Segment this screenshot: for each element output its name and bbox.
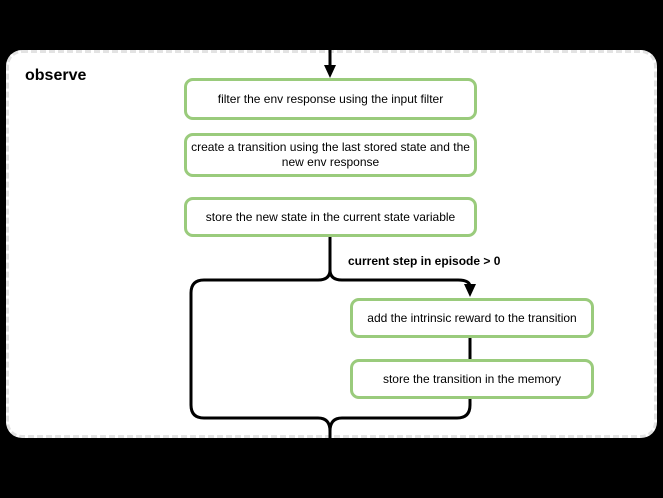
node-label: filter the env response using the input … [217,91,444,106]
node-label: create a transition using the last store… [191,140,470,169]
node-label: add the intrinsic reward to the transiti… [367,310,577,325]
node-add-intrinsic-reward: add the intrinsic reward to the transiti… [350,298,594,338]
branch-condition-label: current step in episode > 0 [348,254,501,268]
node-label: store the transition in the memory [382,371,562,386]
node-label: store the new state in the current state… [205,209,456,224]
node-store-new-state: store the new state in the current state… [184,197,477,237]
node-store-transition-memory: store the transition in the memory [350,359,594,399]
group-label-observe: observe [25,67,87,84]
node-filter-env-response: filter the env response using the input … [184,78,477,120]
node-create-transition: create a transition using the last store… [184,133,477,177]
